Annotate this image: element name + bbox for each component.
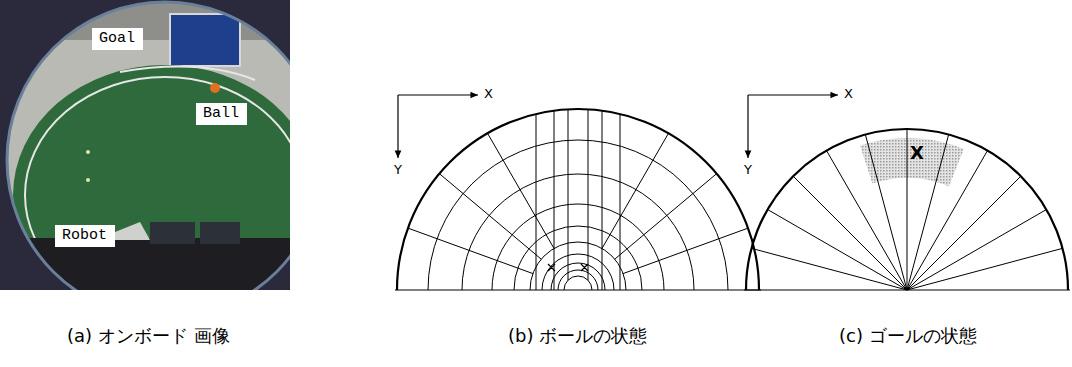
onboard-photo [0,0,290,290]
label-text: Goal [99,30,135,47]
goal-mark: X [910,143,924,163]
axis-label: X [484,87,493,101]
axis-label: X [844,87,853,101]
label-text: Robot [62,227,107,244]
caption: (b) ボールの状態 [508,326,647,346]
label-text: Ball [203,105,239,122]
caption: (a) オンボード 画像 [67,326,230,346]
ball-grid [395,95,761,290]
label-box: Robot [55,225,115,247]
caption: (c) ゴールの状態 [839,326,977,346]
label-box: Goal [92,28,143,50]
label-box: Ball [196,103,247,125]
goal-grid [744,95,1070,290]
axis-label: Y [744,163,752,177]
axis-label: Y [394,163,402,177]
